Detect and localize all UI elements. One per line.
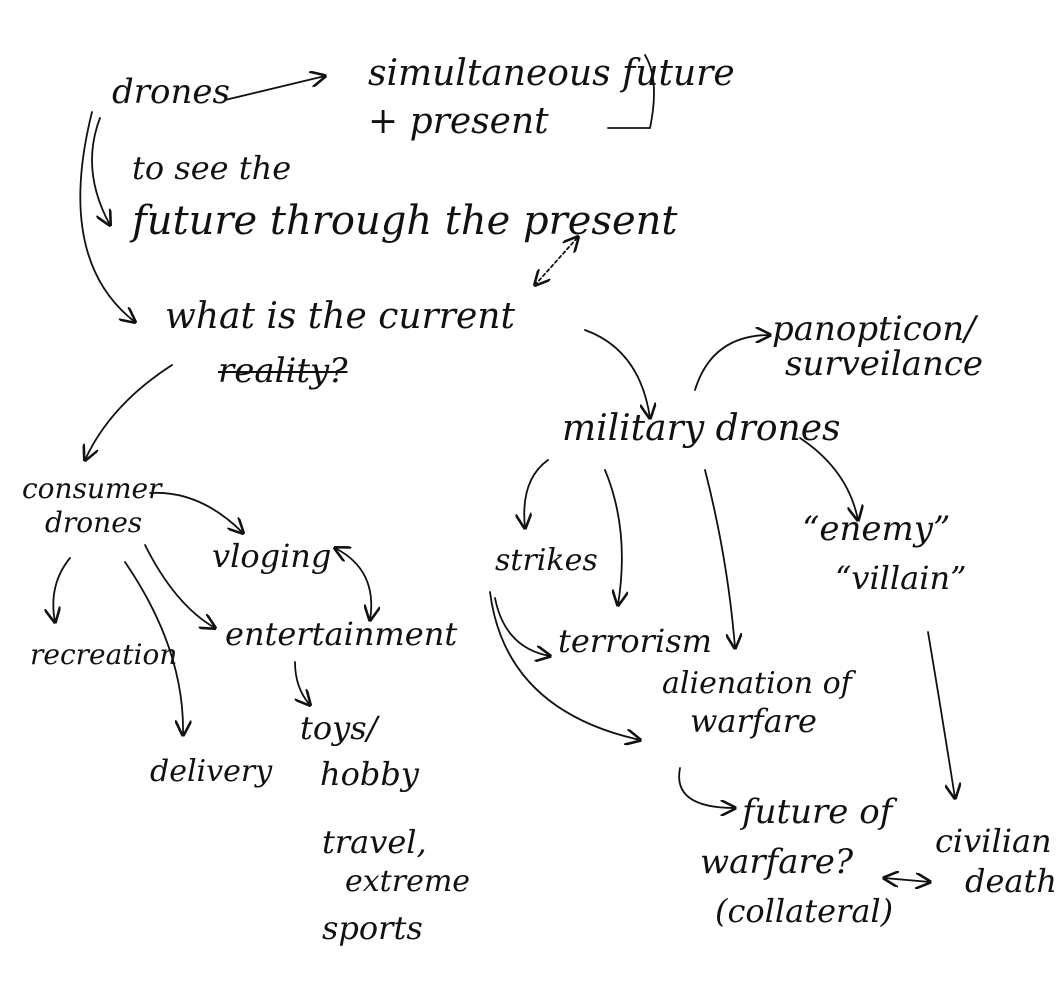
node-delivery: delivery xyxy=(150,754,273,789)
arrow-military-to-alienation xyxy=(704,469,735,648)
node-terrorism: terrorism xyxy=(558,622,712,660)
node-surveilance: surveilance xyxy=(785,344,984,384)
arrow-drones-to-current xyxy=(79,111,135,322)
node-reality: reality? xyxy=(218,351,348,391)
arrow-future-civilian-link xyxy=(884,878,930,882)
arrow-vloging-entertainment xyxy=(335,548,371,620)
node-villain: “villain” xyxy=(835,559,967,597)
node-extreme: extreme xyxy=(345,864,471,899)
node-sports: sports xyxy=(322,909,423,947)
node-drones: drones xyxy=(112,72,230,112)
arrow-current-to-consumer xyxy=(85,364,173,460)
node-present-top: + present xyxy=(368,101,549,142)
arrow-military-to-terrorism xyxy=(604,469,622,605)
arrow-consumer-to-vloging xyxy=(149,491,243,533)
arrow-military-to-strikes xyxy=(524,459,549,528)
node-future-of: future of xyxy=(742,792,893,832)
node-death: death xyxy=(965,862,1057,900)
node-recreation: recreation xyxy=(30,638,178,671)
arrow-drones-to-simultaneous xyxy=(224,76,325,101)
node-current-reality: what is the current xyxy=(165,296,515,337)
arrow-alienation-to-future xyxy=(678,767,735,808)
node-entertainment: entertainment xyxy=(225,615,458,653)
node-enemy: “enemy” xyxy=(802,509,951,549)
node-toys: toys/ xyxy=(300,709,378,747)
node-strikes: strikes xyxy=(495,543,598,578)
arrow-current-to-military xyxy=(584,329,650,418)
arrow-present-current-link xyxy=(535,237,578,285)
node-vloging: vloging xyxy=(212,537,332,575)
node-hobby: hobby xyxy=(320,755,419,793)
node-military-drones: military drones xyxy=(562,408,841,449)
arrow-military-to-enemy xyxy=(799,437,858,520)
arrow-strikes-to-terrorism xyxy=(494,597,550,656)
node-collateral: (collateral) xyxy=(715,892,894,930)
node-warfare: warfare xyxy=(690,702,817,740)
node-travel: travel, xyxy=(322,823,427,861)
arrow-consumer-to-entertainment xyxy=(144,544,215,628)
node-warfare-question: warfare? xyxy=(700,842,854,882)
arrow-strikes-to-alienation xyxy=(489,591,640,740)
node-consumer-drones: drones xyxy=(45,506,143,539)
arrow-consumer-to-delivery xyxy=(124,561,183,735)
node-to-see-the: to see the xyxy=(132,149,292,187)
node-civilian: civilian xyxy=(935,822,1052,860)
node-alienation-of: alienation of xyxy=(662,666,852,701)
arrow-military-to-panopticon xyxy=(694,335,770,391)
node-future-through-present: future through the present xyxy=(132,198,678,244)
bracket-future-present xyxy=(607,54,655,129)
node-panopticon: panopticon/ xyxy=(772,309,976,349)
arrow-entertainment-to-toys xyxy=(294,661,310,705)
arrow-drones-to-future xyxy=(91,117,110,225)
node-consumer: consumer xyxy=(22,472,162,505)
node-simultaneous-future: simultaneous future xyxy=(368,53,735,94)
arrow-consumer-to-recreation xyxy=(53,557,71,622)
arrow-villain-to-civilian xyxy=(927,631,955,798)
